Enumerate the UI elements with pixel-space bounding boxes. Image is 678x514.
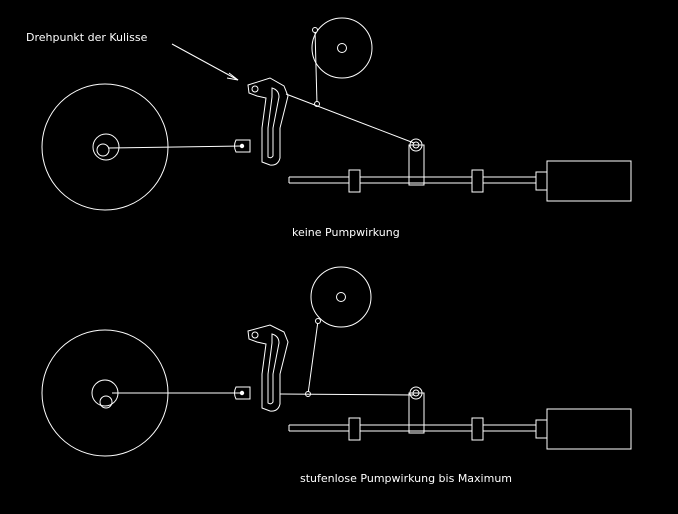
- label-no-pump: keine Pumpwirkung: [292, 226, 400, 239]
- rocker-arm-bottom: [279, 393, 415, 396]
- crosshead-top: [408, 138, 425, 186]
- adjust-rod-bottom: [307, 320, 319, 395]
- slotted-link-bottom: [234, 324, 289, 412]
- adjust-wheel-top: [311, 17, 373, 79]
- piston-rod-bottom: [288, 417, 536, 441]
- mechanism-bottom: [41, 266, 632, 457]
- crosshead-bottom: [408, 386, 425, 434]
- label-variable-pump: stufenlose Pumpwirkung bis Maximum: [300, 472, 512, 485]
- pump-cylinder-bottom: [535, 408, 632, 450]
- pump-cylinder-top: [535, 160, 632, 202]
- adjust-rod-top: [314, 29, 318, 105]
- crank-rod-top: [107, 145, 243, 149]
- pivot-arrow: [171, 43, 239, 81]
- rocker-arm-top: [285, 93, 415, 144]
- slotted-link-top: [234, 77, 289, 166]
- adjust-wheel-bottom: [310, 266, 372, 328]
- mechanism-top: [41, 17, 632, 211]
- label-pivot: Drehpunkt der Kulisse: [26, 31, 148, 44]
- piston-rod-top: [288, 169, 536, 193]
